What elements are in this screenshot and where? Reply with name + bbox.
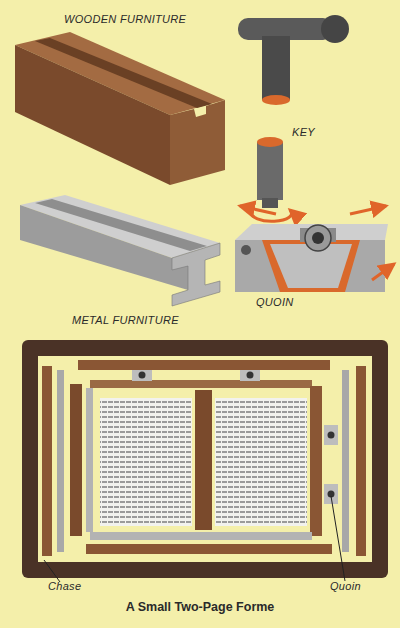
- forme-part: [22, 340, 388, 578]
- forme-part: [42, 366, 52, 556]
- forme-part: [44, 560, 60, 582]
- quoin-device-part: [350, 206, 386, 214]
- forme-part: [247, 372, 254, 379]
- metal-furniture: [20, 195, 220, 306]
- key-tool-part: [257, 142, 283, 200]
- forme-part: [90, 532, 312, 540]
- forme-part: [139, 372, 146, 379]
- part-label: KEY: [292, 126, 315, 138]
- quoin-device-part: [312, 232, 324, 244]
- quoin-device-part: [372, 264, 394, 280]
- metal-furniture-part: [20, 205, 188, 290]
- part-label: Chase: [48, 580, 81, 592]
- forme-part: [195, 390, 212, 530]
- forme: [22, 340, 388, 582]
- forme-part: [342, 370, 349, 552]
- wooden-furniture: [15, 32, 225, 185]
- forme-part: [215, 398, 307, 526]
- forme-part: [324, 484, 338, 504]
- quoin-device-part: [270, 244, 352, 288]
- key-tool: [238, 15, 349, 221]
- key-tool-part: [262, 36, 290, 100]
- forme-part: [331, 496, 345, 581]
- key-tool-part: [262, 198, 278, 208]
- forme-part: [86, 388, 93, 532]
- key-tool-part: [321, 15, 349, 43]
- key-tool-part: [257, 137, 283, 147]
- forme-part: [86, 544, 332, 554]
- metal-furniture-part: [172, 243, 220, 306]
- quoin-device-part: [241, 245, 251, 255]
- forme-part: [324, 425, 338, 445]
- wooden-furniture-part: [170, 100, 225, 185]
- forme-part: [310, 386, 322, 536]
- forme-part: [100, 398, 192, 526]
- forme-part: [38, 356, 372, 562]
- part-label: QUOIN: [256, 296, 294, 308]
- part-label: METAL FURNITURE: [72, 314, 179, 326]
- quoin-device-part: [240, 206, 276, 214]
- forme-part: [240, 370, 260, 381]
- forme-part: [328, 432, 335, 439]
- wooden-furniture-part: [15, 45, 170, 185]
- forme-part: [70, 384, 82, 536]
- forme-part: [132, 370, 152, 381]
- forme-part: [90, 380, 312, 388]
- forme-part: [356, 366, 366, 556]
- caption: A Small Two-Page Forme: [0, 600, 400, 614]
- forme-part: [57, 370, 64, 552]
- part-label: WOODEN FURNITURE: [64, 13, 186, 25]
- forme-part: [78, 360, 330, 370]
- quoin-device-part: [305, 225, 331, 251]
- quoin-device: [235, 206, 394, 292]
- key-tool-part: [262, 95, 290, 105]
- part-label: Quoin: [330, 580, 361, 592]
